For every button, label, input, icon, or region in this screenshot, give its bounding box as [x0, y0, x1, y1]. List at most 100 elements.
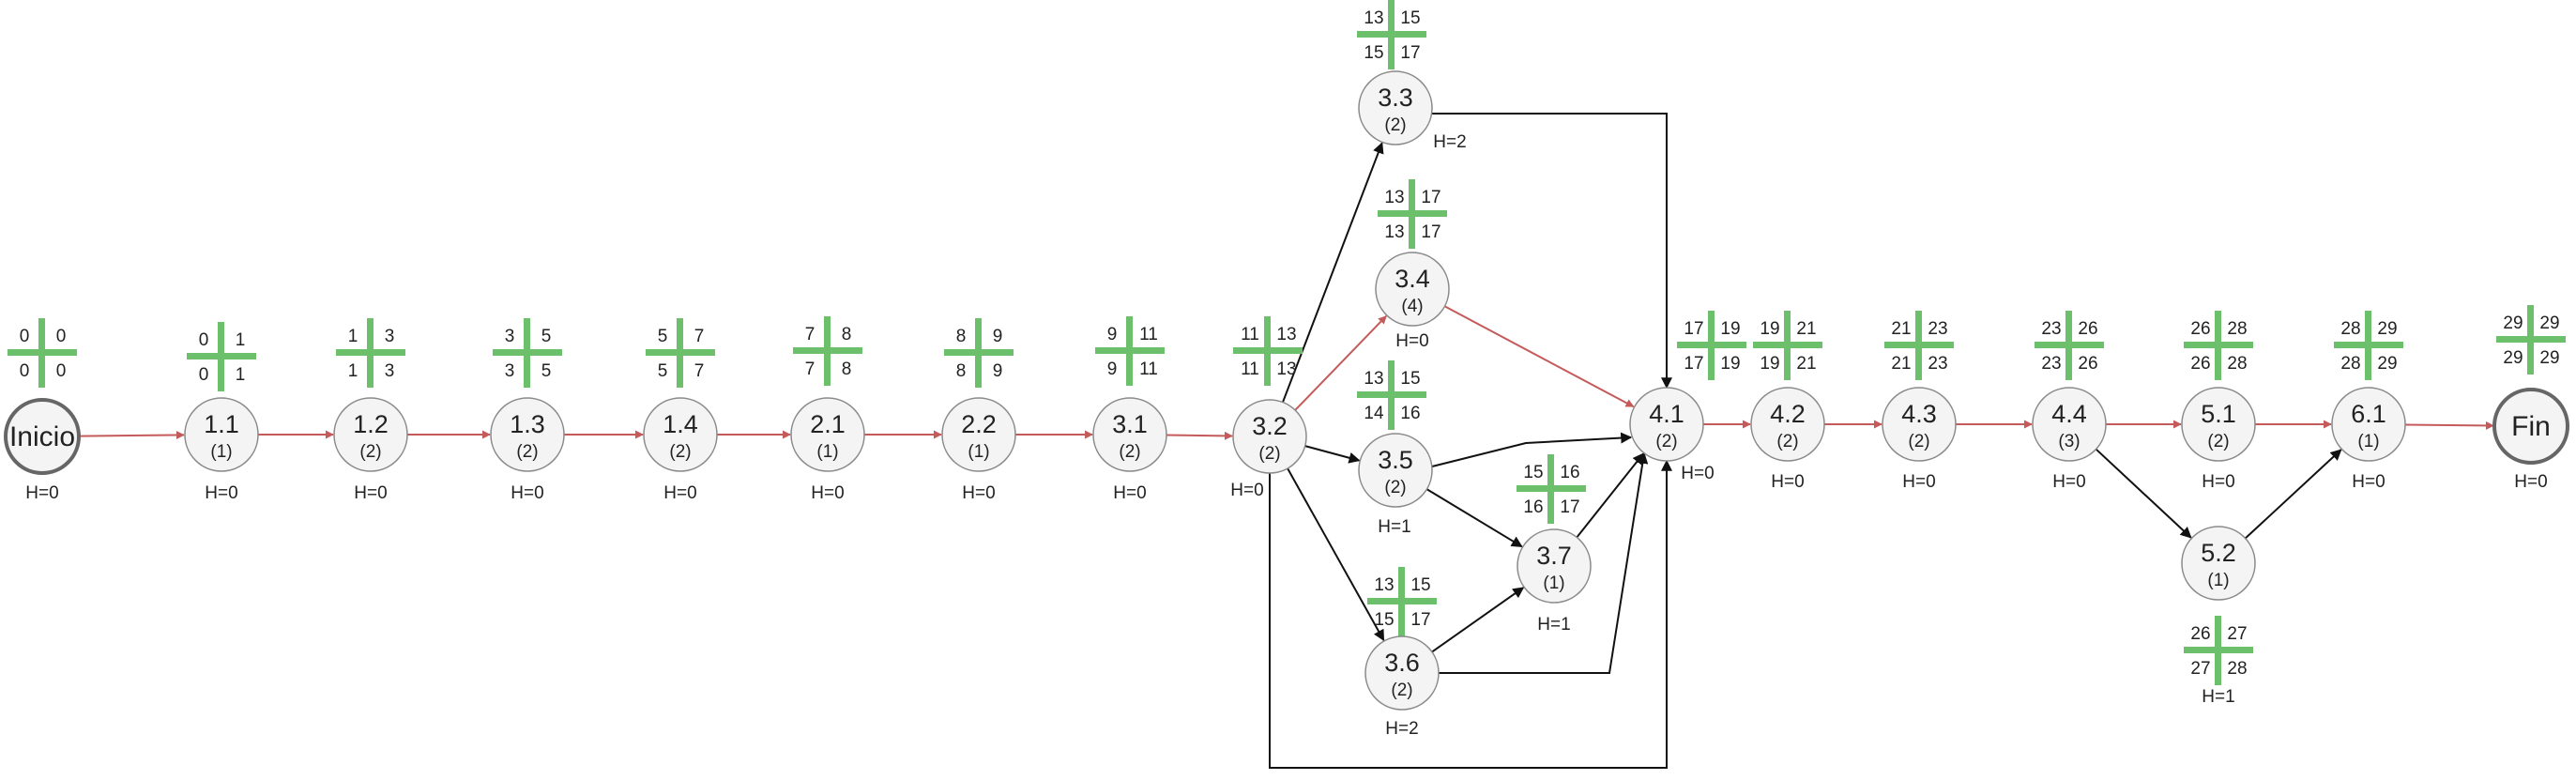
cross-value-es: 9	[1107, 325, 1118, 344]
edge-5-2-to-6-1	[2244, 449, 2342, 540]
node-slack: H=0	[663, 483, 696, 503]
cross-value-ef: 17	[1421, 188, 1440, 207]
cross-value-es: 8	[956, 327, 967, 346]
activity-node-4-3: 4.3(2)	[1882, 387, 1957, 462]
node-slack: H=2	[1433, 132, 1466, 152]
node-duration: (2)	[1119, 442, 1140, 462]
cross-vertical-bar	[1264, 316, 1271, 386]
node-id: 3.7	[1536, 542, 1572, 570]
node-circle	[1517, 528, 1592, 604]
activity-node-3-5: 3.5(2)	[1358, 433, 1433, 508]
cross-value-ef: 27	[2227, 624, 2247, 644]
cross-value-ls: 27	[2190, 659, 2210, 679]
node-circle	[1092, 397, 1167, 472]
node-id: 3.3	[1378, 84, 1413, 112]
cross-value-ls: 0	[20, 361, 30, 381]
node-circle	[184, 397, 259, 472]
cross-value-ls: 3	[505, 361, 515, 381]
node-circle	[1375, 252, 1450, 327]
cross-value-lf: 28	[2227, 354, 2247, 374]
node-slack: H=1	[2202, 687, 2234, 707]
cross-value-ef: 7	[694, 327, 705, 346]
cross-value-lf: 19	[1720, 354, 1740, 374]
cross-value-ef: 3	[385, 327, 395, 346]
node-circle	[2331, 387, 2406, 462]
edge-3-5-to-3-7	[1425, 488, 1523, 548]
cross-value-ls: 23	[2041, 354, 2061, 374]
node-duration: (2)	[1384, 115, 1406, 135]
node-id: 3.4	[1395, 265, 1430, 293]
cross-value-ls: 11	[1241, 359, 1259, 379]
cross-vertical-bar	[1388, 0, 1395, 69]
cross-value-lf: 28	[2227, 659, 2247, 679]
node-slack: H=0	[1902, 472, 1935, 492]
cross-vertical-bar	[2527, 305, 2534, 375]
activity-node-inicio: Inicio	[4, 398, 81, 475]
cross-value-ls: 17	[1684, 354, 1703, 374]
activity-nodes: InicioH=01.1(1)H=01.2(2)H=01.3(2)H=01.4(…	[4, 70, 2569, 739]
node-id: 4.4	[2051, 400, 2087, 428]
cross-value-ls: 5	[658, 361, 668, 381]
node-duration: (1)	[1543, 574, 1564, 593]
edge-3-6-to-4-1	[1439, 451, 1649, 674]
cross-value-lf: 7	[694, 361, 705, 381]
cross-value-es: 13	[1364, 369, 1383, 389]
node-slack: H=0	[205, 483, 237, 503]
node-duration: (1)	[210, 442, 232, 462]
edge-3-6-to-3-7	[1431, 587, 1525, 653]
node-slack: H=0	[1395, 331, 1428, 351]
node-duration: (3)	[2058, 432, 2080, 451]
cross-value-ef: 29	[2377, 319, 2397, 339]
cross-vertical-bar	[1409, 179, 1415, 249]
activity-node-4-4: 4.4(3)	[2032, 387, 2107, 462]
node-circle	[1750, 387, 1825, 462]
edge-3-4-to-4-1	[1443, 305, 1635, 408]
cross-value-es: 23	[2041, 319, 2061, 339]
cross-value-lf: 21	[1796, 354, 1816, 374]
cross-value-ls: 8	[956, 361, 967, 381]
node-circle	[643, 397, 718, 472]
cross-value-ls: 29	[2503, 348, 2523, 368]
node-circle	[1629, 387, 1704, 462]
cross-value-ls: 15	[1374, 610, 1394, 630]
cross-value-lf: 1	[236, 365, 246, 385]
cross-value-ef: 9	[993, 327, 1003, 346]
activity-node-5-2: 5.2(1)	[2181, 526, 2256, 601]
edge-3-2-to-3-4	[1294, 315, 1387, 411]
activity-node-1-3: 1.3(2)	[490, 397, 565, 472]
activity-node-5-1: 5.1(2)	[2181, 387, 2256, 462]
cross-vertical-bar	[218, 322, 224, 391]
node-slack: H=0	[1113, 483, 1146, 503]
activity-node-3-4: 3.4(4)	[1375, 252, 1450, 327]
time-cross-1-4: 5 7 5 7	[646, 318, 715, 388]
cross-value-ef: 19	[1720, 319, 1740, 339]
node-id: 3.6	[1384, 649, 1420, 677]
activity-node-4-1: 4.1(2)	[1629, 387, 1704, 462]
cross-vertical-bar	[2365, 311, 2371, 380]
cross-value-es: 17	[1684, 319, 1703, 339]
cross-value-es: 5	[658, 327, 668, 346]
node-slack: H=0	[1771, 472, 1804, 492]
cross-value-es: 26	[2190, 319, 2210, 339]
activity-node-1-4: 1.4(2)	[643, 397, 718, 472]
cross-vertical-bar	[1547, 454, 1554, 524]
cross-value-ef: 26	[2078, 319, 2097, 339]
cross-vertical-bar	[1126, 316, 1133, 386]
node-circle	[1364, 635, 1440, 711]
edge-3-7-to-4-1	[1576, 452, 1644, 539]
node-slack: H=0	[2352, 472, 2385, 492]
edge-3-2-to-3-3	[1282, 142, 1384, 403]
cross-value-lf: 13	[1276, 359, 1296, 379]
activity-node-1-2: 1.2(2)	[333, 397, 408, 472]
cross-value-ls: 21	[1891, 354, 1911, 374]
cross-value-es: 13	[1364, 8, 1383, 28]
cross-value-ef: 28	[2227, 319, 2247, 339]
cross-vertical-bar	[1784, 311, 1791, 380]
node-duration: (2)	[1384, 478, 1406, 497]
